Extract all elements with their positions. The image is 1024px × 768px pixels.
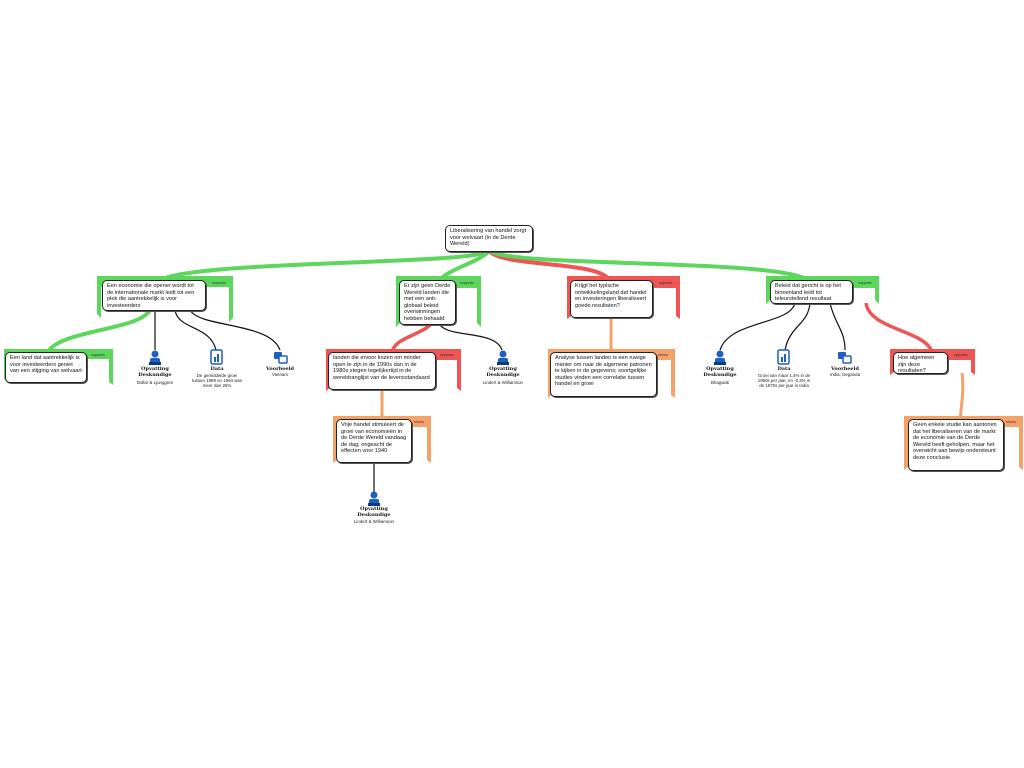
link-c1-s2 (174, 309, 217, 351)
source-title: Opvatting Deskundige (486, 366, 520, 378)
source-text: Lindert & Williamson (482, 380, 524, 385)
source-title: Voorbeeld (266, 366, 294, 372)
link-c1-c1a (46, 308, 152, 354)
source-title: Opvatting Deskundige (703, 366, 737, 378)
source-title: Data (210, 366, 224, 372)
link-c1-s3 (189, 309, 281, 351)
tag-supports: supports (91, 353, 105, 357)
tag-rebuts: rebuts (658, 353, 668, 357)
source-title: Opvatting Deskundige (138, 366, 172, 378)
claim-node[interactable]: Beleid dat gericht is op het binnenland … (770, 280, 853, 304)
source-text: De gemiddelde groei tussen 1989 en 1994 … (191, 373, 243, 389)
claim-node[interactable]: Vrije handel stimuleert de groei van eco… (336, 419, 412, 463)
claim-node[interactable]: landen die ervoor kozen om minder open t… (328, 352, 436, 390)
link-c2-c2a (390, 323, 432, 353)
expert-icon (714, 350, 726, 365)
source-title: Voorbeeld (831, 366, 859, 372)
claim-node[interactable]: Analyse tussen landen is een ruwige mani… (550, 352, 657, 397)
source-text: Vietnam (271, 372, 289, 377)
source-icons (149, 349, 852, 506)
data-icon (210, 349, 223, 365)
tag-opposes: opposes (440, 353, 454, 357)
source-text: Groei van maar 1,4% in de 1960s per jaar… (757, 373, 811, 389)
claim-node[interactable]: Hoe algemeen zijn deze resultaten? (893, 352, 948, 374)
tag-supports: supports (212, 281, 226, 285)
link-root-c4 (488, 249, 812, 283)
link-root-c1 (159, 249, 491, 282)
tag-supports: supports (460, 281, 474, 285)
claim-node[interactable]: Er zijn geen Derde Wereld landen die met… (399, 280, 456, 325)
source-title: Opvatting Deskundige (357, 506, 391, 518)
tag-rebuts: rebuts (1006, 420, 1016, 424)
link-c4-s7 (784, 302, 811, 351)
source-text: India, Oeganda (829, 372, 861, 377)
example-icon (838, 352, 852, 364)
data-icon (777, 349, 790, 365)
link-c4-s8 (829, 302, 846, 351)
expert-icon (497, 350, 509, 365)
expert-icon (368, 491, 380, 506)
tag-opposes: opposes (659, 281, 673, 285)
tag-rebuts: rebuts (414, 420, 424, 424)
claim-node[interactable]: Een land dat aantrekkelijk is voor inves… (5, 352, 87, 383)
tag-opposes: opposes (954, 353, 968, 357)
source-text: Dollar & Ljunggren (136, 380, 174, 385)
example-icon (274, 352, 288, 364)
link-root-c2 (438, 249, 491, 283)
source-text: Lindert & Williamson (353, 519, 395, 524)
connectors (46, 249, 965, 492)
claim-node[interactable]: Een economie die opener wordt tot de int… (102, 280, 206, 311)
root-claim[interactable]: Liberalisering van handel zorgt voor wel… (445, 225, 533, 252)
link-c4-c4a (864, 302, 934, 353)
expert-icon (149, 350, 161, 365)
claim-node[interactable]: Krijgt het typische ontwikkelingsland da… (570, 280, 653, 318)
claim-node[interactable]: Geen enkele studie kan aantonen dat het … (908, 419, 1004, 471)
link-c2-s4 (439, 324, 503, 351)
source-title: Data (777, 366, 791, 372)
source-text: Bhagwati (710, 380, 730, 385)
link-c4-s6 (719, 302, 796, 351)
tag-supports: supports (858, 281, 872, 285)
link-c4a-c4b (958, 372, 965, 421)
